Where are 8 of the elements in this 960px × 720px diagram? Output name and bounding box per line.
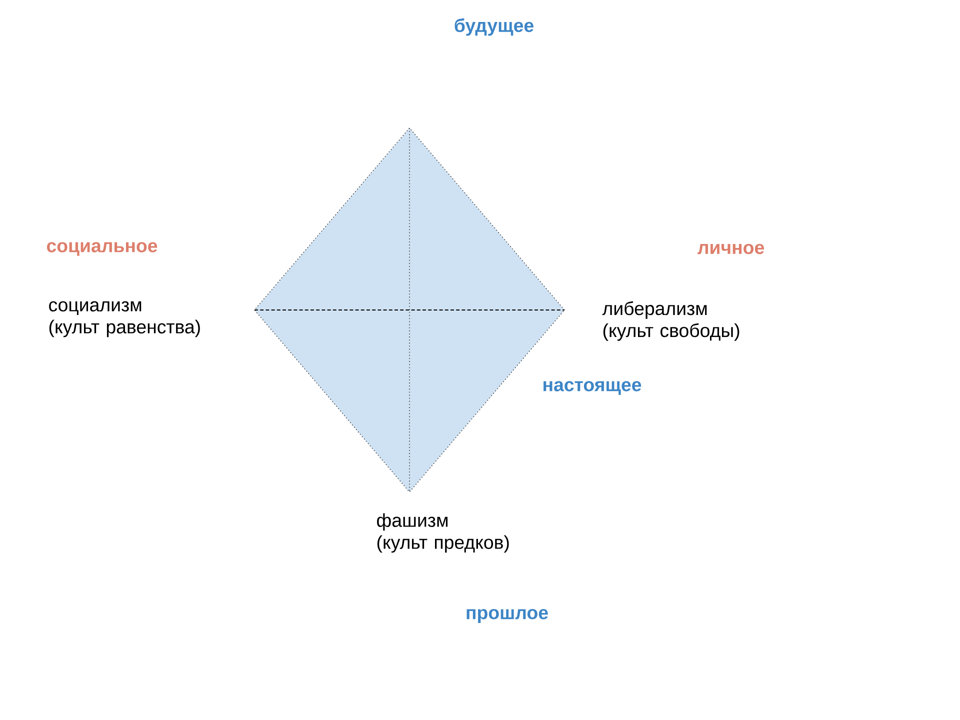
ideology-label: фашизм (культ предков) [377,513,509,553]
axis-label: прошлое [466,609,548,623]
axis-label: личное [698,244,764,254]
axis-label: настоящее [544,381,642,395]
axis-label: социальное [46,242,158,256]
ideology-label: социализм (культ равенства) [49,301,200,338]
axis-label: будущее [454,18,534,36]
ideology-label: либерализм (культ свободы) [602,301,740,341]
